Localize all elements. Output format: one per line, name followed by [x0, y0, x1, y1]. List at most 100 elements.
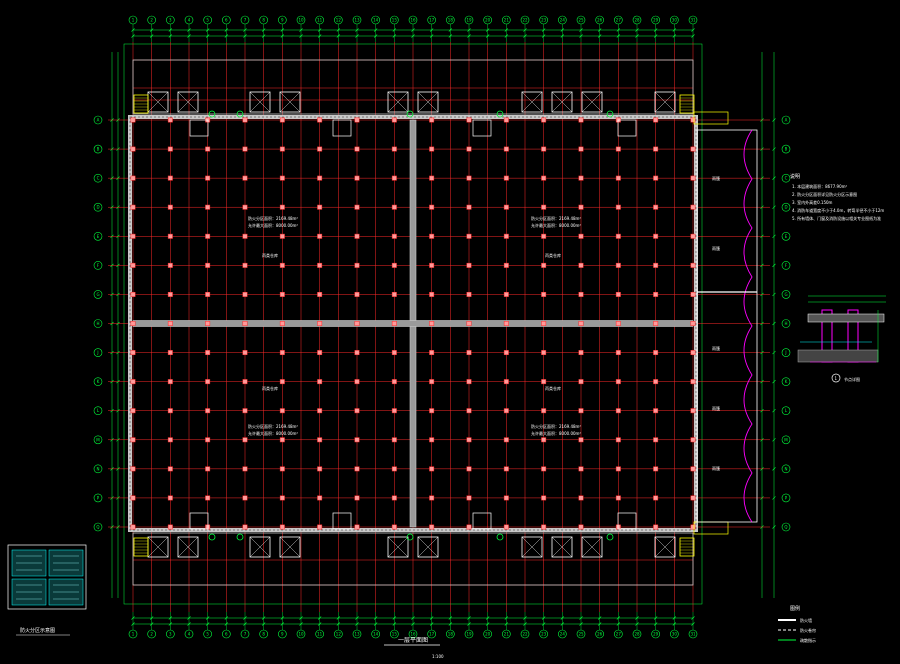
axis-label: 5 [206, 18, 209, 23]
axis-label: 24 [560, 18, 566, 23]
structural-column [205, 291, 211, 297]
shaft-cross [521, 536, 543, 558]
wall-layer [128, 59, 698, 586]
axis-bubble [781, 493, 791, 503]
riser-symbol [208, 110, 216, 118]
axis-bubble [93, 115, 103, 125]
riser-symbol [606, 110, 614, 118]
structural-column [541, 175, 547, 181]
structural-column [391, 350, 397, 356]
structural-column [429, 466, 435, 472]
axis-label: B [785, 147, 788, 152]
structural-column [242, 350, 248, 356]
structural-column [541, 466, 547, 472]
structural-column [503, 466, 509, 472]
axis-bubble [781, 319, 791, 328]
riser-symbol [406, 110, 414, 118]
legend-item: 防火墙 [800, 617, 812, 623]
structural-column [317, 291, 323, 297]
structural-column [205, 408, 211, 414]
axis-bubble [781, 144, 791, 154]
axis-label: 8 [262, 632, 265, 637]
axis-label: B [97, 147, 100, 152]
structural-column [130, 204, 136, 210]
structural-column [690, 204, 696, 210]
axis-bubble [93, 522, 103, 532]
axis-label: 6 [225, 632, 228, 637]
axis-label: 21 [504, 18, 510, 23]
structural-column [541, 408, 547, 414]
structural-column [653, 262, 659, 268]
structural-column [615, 466, 621, 472]
axis-bubble [93, 319, 103, 328]
dimension-tick [772, 205, 776, 209]
axis-label: 17 [429, 18, 435, 23]
structural-column [541, 524, 547, 530]
structural-column [317, 437, 323, 443]
structural-column [354, 379, 360, 385]
structural-column [429, 204, 435, 210]
structural-column [167, 291, 173, 297]
structural-column [429, 175, 435, 181]
zone-allow-text: 允许最大面积：8000.00m² [531, 430, 581, 436]
axis-label: P [785, 495, 788, 500]
structural-column [578, 117, 584, 123]
axis-label: 12 [336, 18, 342, 23]
axis-label: K [785, 379, 788, 384]
riser-symbol [606, 533, 614, 541]
axis-label: 27 [616, 632, 622, 637]
structural-column [541, 146, 547, 152]
axis-bubble [781, 290, 791, 299]
axis-bubble [781, 231, 791, 241]
structural-column [242, 175, 248, 181]
axis-label: 9 [281, 18, 284, 23]
structural-column [690, 495, 696, 501]
structural-column [690, 291, 696, 297]
shaft-room [581, 91, 603, 113]
shaft-cross [581, 536, 603, 558]
axis-label: 10 [298, 18, 304, 23]
shaft-room [417, 536, 439, 558]
axis-label: 4 [188, 632, 191, 637]
axis-label: 19 [466, 18, 472, 23]
structural-column [391, 379, 397, 385]
structural-column [690, 146, 696, 152]
structural-column [653, 321, 659, 326]
structural-column [279, 524, 285, 530]
note-line: 5. 所有墙体、门窗及消防设施以相关专业图纸为准 [792, 215, 881, 221]
structural-column [690, 175, 696, 181]
structural-column [130, 408, 136, 414]
shaft-room [551, 91, 573, 113]
structural-column [615, 262, 621, 268]
structural-column [578, 379, 584, 385]
axis-label: 17 [429, 632, 435, 637]
structural-column [167, 437, 173, 443]
east-canopy [696, 129, 758, 523]
structural-column [466, 117, 472, 123]
axis-label: M [96, 437, 100, 442]
shaft-cross [387, 536, 409, 558]
axis-bubble [93, 377, 103, 386]
structural-column [429, 379, 435, 385]
axis-label: 13 [354, 632, 360, 637]
canopy-label: 雨篷 [712, 405, 720, 411]
structural-column [653, 379, 659, 385]
structural-column [391, 117, 397, 123]
structural-column [615, 437, 621, 443]
structural-column [167, 117, 173, 123]
shaft-cross [387, 91, 409, 113]
structural-column [466, 466, 472, 472]
axis-label: 1 [132, 632, 135, 637]
structural-column [279, 291, 285, 297]
structural-column [130, 146, 136, 152]
structural-column [578, 262, 584, 268]
zone-label-se: 丙类仓库 防火分区面积：2169.48m² 允许最大面积：8000.00m² [531, 385, 581, 436]
structural-column [615, 408, 621, 414]
structural-column [690, 437, 696, 443]
core-layer [133, 91, 729, 558]
structural-column [653, 291, 659, 297]
dimension-tick [772, 263, 776, 268]
structural-column [130, 379, 136, 385]
axis-label: 30 [672, 18, 678, 23]
axis-label: 21 [504, 632, 510, 637]
